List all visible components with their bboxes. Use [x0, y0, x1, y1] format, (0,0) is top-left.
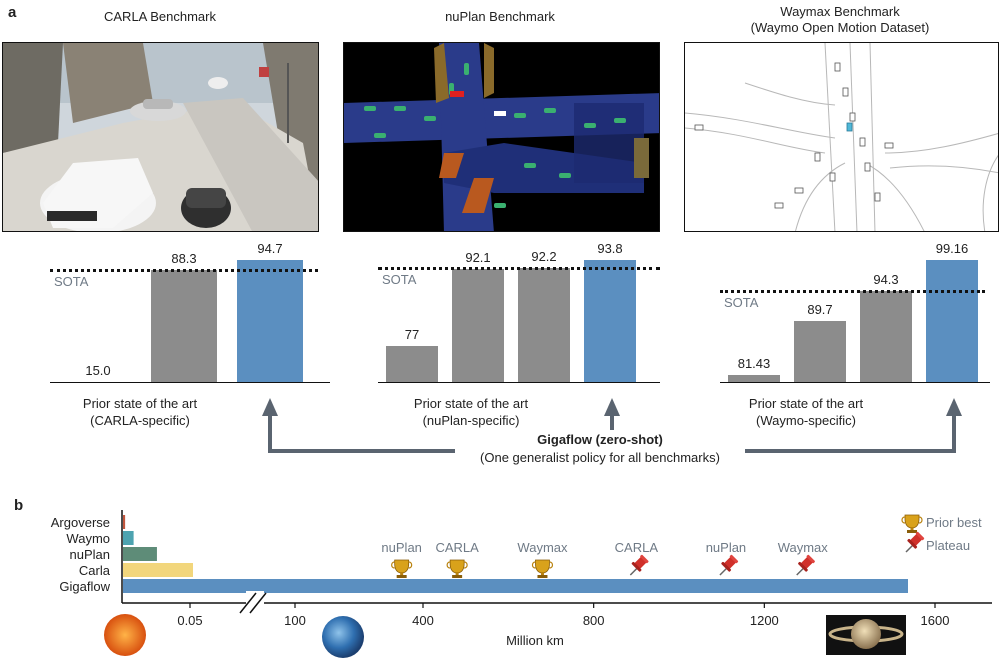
axis-break-gap	[246, 591, 264, 615]
waymax-bar-value: 89.7	[807, 302, 833, 318]
waymax-bar	[860, 291, 912, 382]
carla-axis	[50, 382, 330, 383]
carla-bar-value: 88.3	[171, 250, 197, 266]
milestone-label: CARLA	[435, 540, 479, 555]
distance-bar	[123, 579, 908, 593]
milestone-label: nuPlan	[706, 540, 746, 555]
nuplan-sota-line	[378, 267, 660, 271]
nuplan-title: nuPlan Benchmark	[445, 9, 555, 24]
panel-letter-a: a	[8, 4, 17, 21]
nuplan-screenshot	[343, 42, 660, 232]
carla-caption: Prior state of the art (CARLA-specific)	[40, 395, 240, 429]
carla-bar-value: 94.7	[257, 241, 283, 256]
distance-bar	[123, 563, 193, 577]
gigaflow-subtitle: (One generalist policy for all benchmark…	[480, 450, 720, 465]
nuplan-bar	[386, 346, 438, 382]
waymax-bar-value: 81.43	[737, 355, 771, 371]
carla-caption-line1: Prior state of the art	[82, 396, 198, 411]
waymax-title-line1: Waymax Benchmark	[780, 4, 900, 19]
distance-category-label: nuPlan	[70, 547, 110, 562]
distance-tick-label: 0.05	[177, 613, 202, 628]
distance-bar	[123, 547, 157, 561]
carla-bar	[237, 260, 303, 382]
distance-category-label: Argoverse	[51, 515, 110, 530]
milestone-label: Waymax	[517, 540, 568, 555]
milestone-label: Waymax	[778, 540, 829, 555]
carla-caption-line2: (CARLA-specific)	[90, 413, 190, 428]
nuplan-bar-value: 93.8	[597, 241, 623, 256]
nuplan-bar-value: 92.1	[465, 249, 491, 265]
distance-tick-label: 400	[412, 613, 434, 628]
distance-bar	[123, 515, 126, 529]
trophy-icon	[531, 559, 554, 578]
milestone-label: CARLA	[615, 540, 659, 555]
nuplan-caption: Prior state of the art (nuPlan-specific)	[371, 395, 571, 429]
waymax-title-line2: (Waymo Open Motion Dataset)	[750, 20, 930, 35]
pin-icon	[629, 554, 649, 576]
nuplan-bar	[584, 260, 636, 382]
waymax-caption-line1: Prior state of the art	[748, 396, 864, 411]
pin-icon	[796, 554, 815, 576]
waymax-bar	[794, 321, 846, 382]
distance-x-axis-label: Million km	[506, 633, 564, 648]
waymax-bar-value: 94.3	[873, 272, 899, 288]
nuplan-bar-value: 77	[404, 327, 420, 343]
distance-bar	[123, 531, 134, 545]
earth-icon	[322, 616, 364, 658]
nuplan-caption-line1: Prior state of the art	[413, 396, 529, 411]
waymax-title: Waymax Benchmark (Waymo Open Motion Data…	[720, 4, 960, 36]
saturn-icon	[826, 615, 906, 655]
distance-tick-label: 800	[583, 613, 605, 628]
waymax-bar	[728, 374, 780, 382]
waymax-sota-label: SOTA	[724, 295, 759, 311]
waymax-bar	[926, 260, 978, 382]
carla-bar	[151, 269, 217, 382]
distance-tick-label: 1200	[750, 613, 779, 628]
trophy-icon	[391, 559, 413, 578]
legend-prior-best-label: Prior best	[926, 515, 982, 530]
gigaflow-title: Gigaflow (zero-shot)	[537, 432, 663, 447]
nuplan-caption-line2: (nuPlan-specific)	[422, 413, 520, 428]
nuplan-sota-label: SOTA	[382, 272, 417, 288]
distance-tick-label: 1600	[921, 613, 950, 628]
distance-tick-label: 100	[284, 613, 306, 628]
waymax-caption: Prior state of the art (Waymo-specific)	[706, 395, 906, 429]
legend-pin-icon	[905, 531, 925, 553]
axis-break-mark	[249, 592, 267, 614]
distance-category-label: Waymo	[66, 531, 110, 546]
legend-plateau-label: Plateau	[926, 538, 970, 553]
nuplan-bar-value: 92.2	[531, 249, 557, 265]
trophy-icon	[446, 559, 468, 578]
carla-screenshot	[2, 42, 319, 232]
nuplan-bar	[518, 268, 570, 382]
waymax-caption-line2: (Waymo-specific)	[756, 413, 856, 428]
waymax-screenshot	[684, 42, 999, 232]
panel-letter-b: b	[14, 497, 24, 514]
waymax-bar-value: 99.16	[935, 240, 969, 256]
waymax-sota-line	[720, 290, 985, 294]
carla-sota-line	[50, 268, 318, 272]
sun-icon	[104, 614, 146, 656]
nuplan-bar	[452, 268, 504, 382]
carla-sota-label: SOTA	[54, 273, 89, 289]
carla-bar-value: 15.0	[85, 363, 111, 378]
distance-category-label: Carla	[79, 563, 111, 578]
distance-category-label: Gigaflow	[59, 579, 110, 594]
waymax-axis	[720, 382, 990, 383]
gigaflow-arrows	[262, 398, 962, 453]
carla-title: CARLA Benchmark	[104, 9, 216, 24]
pin-icon	[719, 554, 739, 576]
axis-break-mark	[239, 592, 257, 614]
nuplan-axis	[378, 382, 660, 383]
legend-trophy-icon	[901, 514, 923, 533]
milestone-label: nuPlan	[381, 540, 421, 555]
